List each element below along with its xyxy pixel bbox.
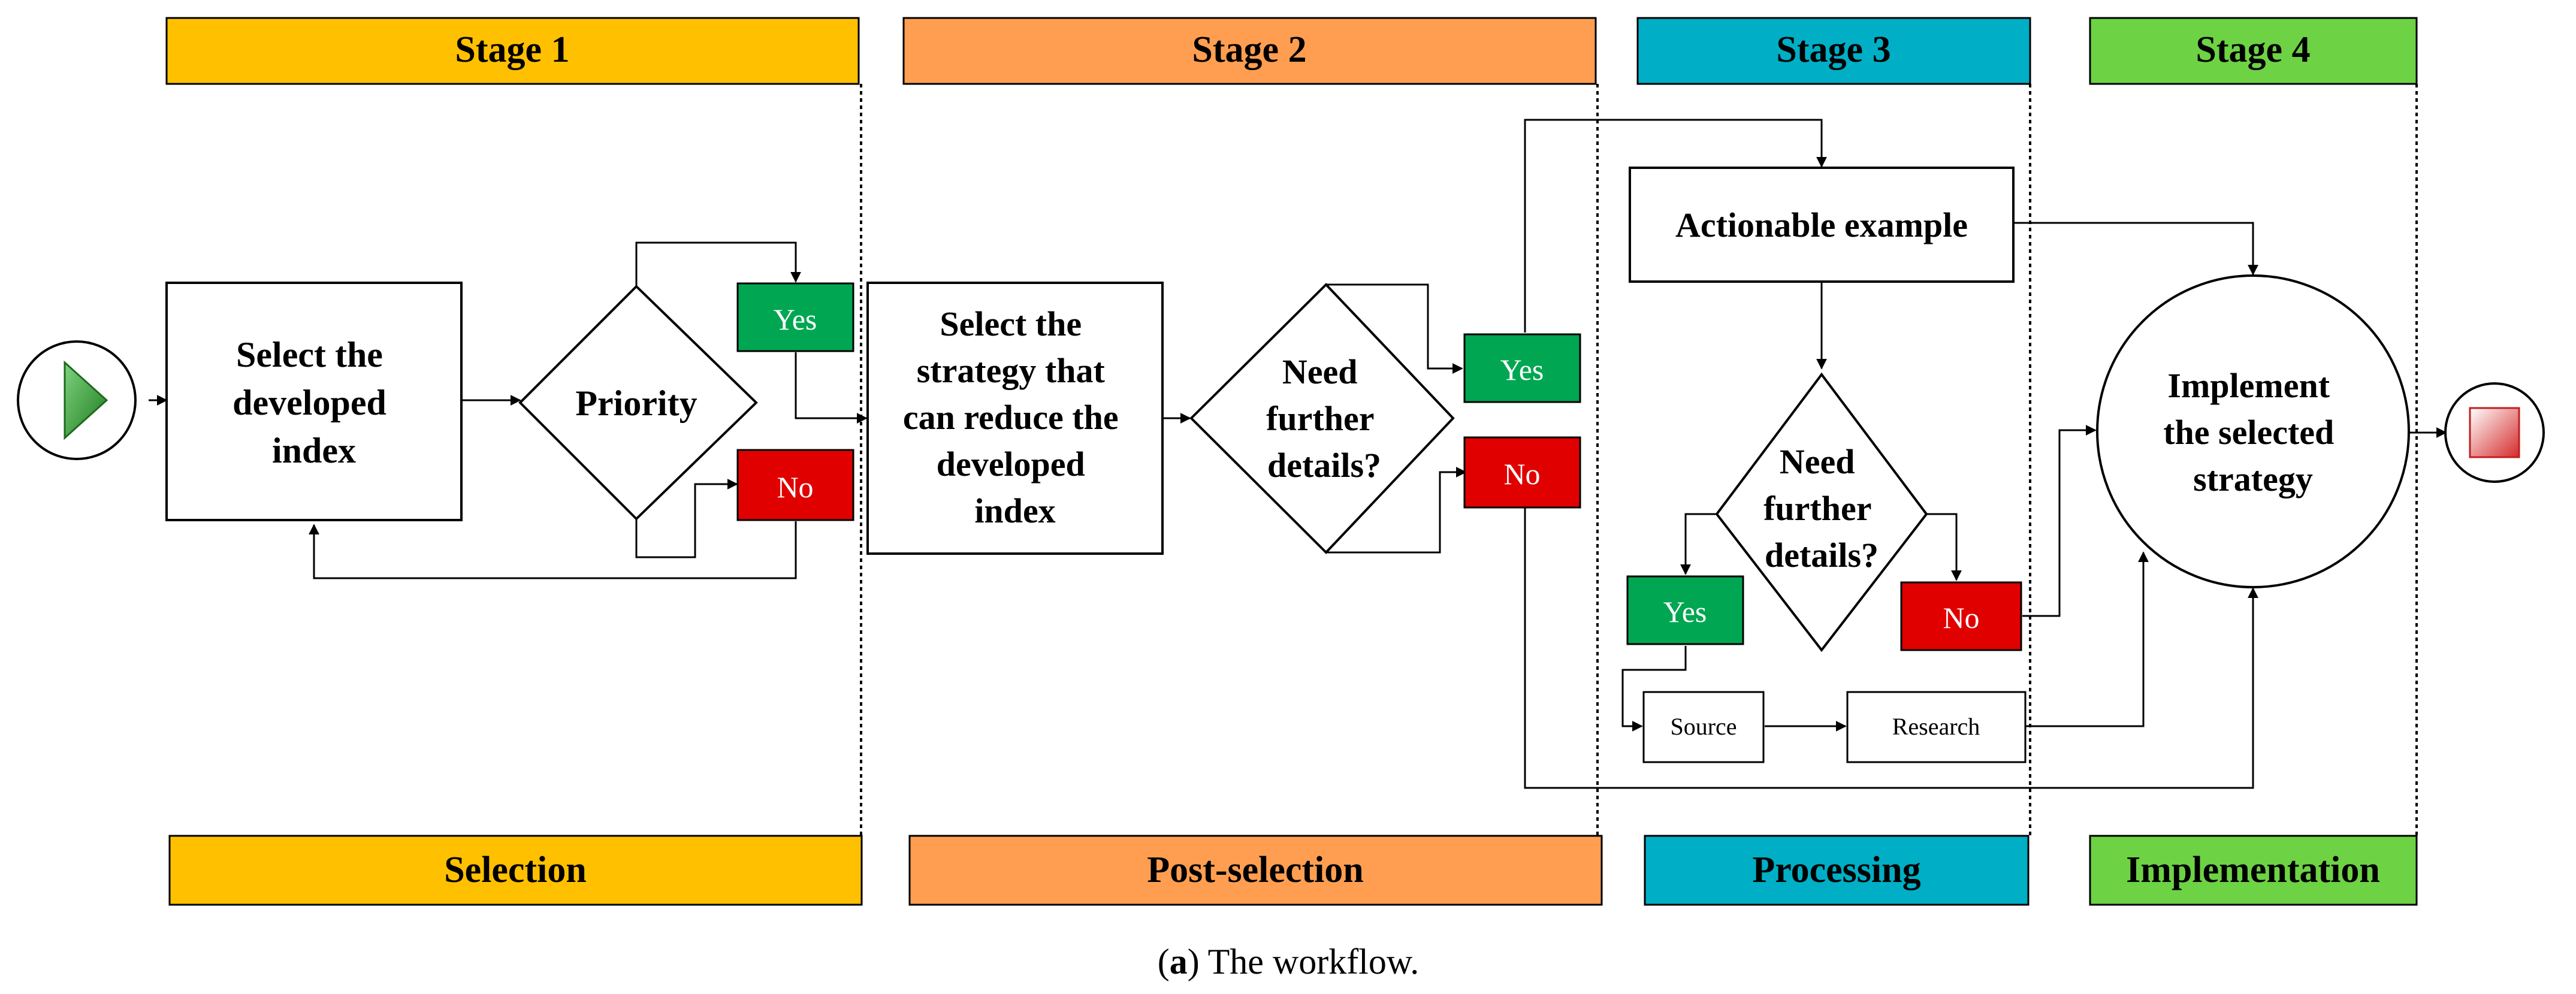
phase-footer-2: Post-selection bbox=[908, 835, 1603, 906]
connector-need1-no bbox=[1326, 467, 1467, 554]
stage-header-1: Stage 1 bbox=[165, 17, 860, 85]
node-need-details-2: Need further details? bbox=[1715, 372, 1928, 652]
yes-3-label: Yes bbox=[1663, 595, 1707, 629]
connector-need2-yes bbox=[1680, 513, 1717, 575]
stop-icon bbox=[2469, 407, 2520, 458]
decision-no-3: No bbox=[1900, 581, 2022, 651]
stage-2-label: Stage 2 bbox=[1192, 29, 1306, 70]
stage-header-2: Stage 2 bbox=[902, 17, 1597, 85]
connector-no3-implement bbox=[2022, 425, 2097, 617]
need-details-2-text: Need further details? bbox=[1763, 442, 1880, 575]
source-text: Source bbox=[1670, 713, 1737, 740]
implement-text: Implement the selected strategy bbox=[2163, 366, 2343, 498]
decision-no-2: No bbox=[1463, 436, 1581, 509]
phase-footer-4: Implementation bbox=[2089, 835, 2418, 906]
phase-3-label: Processing bbox=[1752, 850, 1920, 890]
node-implement: Implement the selected strategy bbox=[2096, 274, 2410, 588]
node-research: Research bbox=[1846, 691, 2027, 763]
caption-text: ) The workflow. bbox=[1188, 942, 1420, 981]
connector-actionable-implement bbox=[2013, 222, 2258, 276]
decision-yes-2: Yes bbox=[1463, 333, 1581, 403]
connector-no-loop bbox=[309, 521, 797, 579]
connector-yes-strategy bbox=[795, 352, 868, 424]
phase-footer-1: Selection bbox=[168, 835, 863, 906]
node-priority: Priority bbox=[518, 285, 758, 521]
stage-4-label: Stage 4 bbox=[2196, 29, 2310, 70]
figure-caption: (a) The workflow. bbox=[1158, 942, 1420, 981]
decision-yes-3: Yes bbox=[1626, 575, 1744, 645]
phase-footer-3: Processing bbox=[1644, 835, 2030, 906]
end-event bbox=[2444, 382, 2545, 483]
connector-no2-implement bbox=[1524, 507, 2258, 789]
play-icon bbox=[64, 360, 108, 440]
node-need-details-1: Need further details? bbox=[1189, 283, 1455, 554]
start-event bbox=[17, 340, 137, 460]
caption-letter: a bbox=[1170, 942, 1188, 981]
no-1-label: No bbox=[777, 470, 813, 504]
decision-yes-1: Yes bbox=[736, 282, 854, 352]
node-select-index: Select the developed index bbox=[165, 282, 463, 521]
connector-yes2-actionable bbox=[1524, 119, 1827, 333]
priority-text: Priority bbox=[575, 383, 697, 423]
connector-research-implement bbox=[2025, 551, 2149, 727]
connector-need2-no bbox=[1926, 513, 1962, 581]
select-strategy-text: Select the strategy that can reduce the … bbox=[903, 304, 1127, 530]
yes-1-label: Yes bbox=[774, 303, 817, 336]
stage-1-label: Stage 1 bbox=[455, 29, 569, 70]
stage-separators bbox=[860, 84, 2418, 836]
need-details-1-text: Need further details? bbox=[1266, 352, 1382, 485]
connector-priority-yes bbox=[635, 241, 801, 286]
yes-2-label: Yes bbox=[1500, 353, 1544, 386]
node-source: Source bbox=[1642, 691, 1765, 763]
no-3-label: No bbox=[1943, 601, 1979, 635]
decision-no-1: No bbox=[736, 449, 854, 521]
research-text: Research bbox=[1892, 713, 1980, 740]
connector-priority-no bbox=[635, 479, 738, 558]
stage-header-4: Stage 4 bbox=[2089, 17, 2418, 85]
select-index-text: Select the developed index bbox=[232, 335, 395, 470]
stage-header-3: Stage 3 bbox=[1636, 17, 2031, 85]
phase-1-label: Selection bbox=[444, 850, 587, 890]
connectors bbox=[149, 119, 2447, 789]
stage-3-label: Stage 3 bbox=[1776, 29, 1891, 70]
phase-2-label: Post-selection bbox=[1147, 850, 1364, 890]
connector-yes3-source bbox=[1621, 646, 1687, 732]
no-2-label: No bbox=[1503, 457, 1540, 491]
node-actionable-example: Actionable example bbox=[1629, 167, 2015, 283]
node-select-strategy: Select the strategy that can reduce the … bbox=[866, 282, 1164, 555]
connector-need1-yes bbox=[1326, 283, 1463, 374]
phase-4-label: Implementation bbox=[2126, 850, 2380, 890]
actionable-text: Actionable example bbox=[1675, 206, 1968, 244]
